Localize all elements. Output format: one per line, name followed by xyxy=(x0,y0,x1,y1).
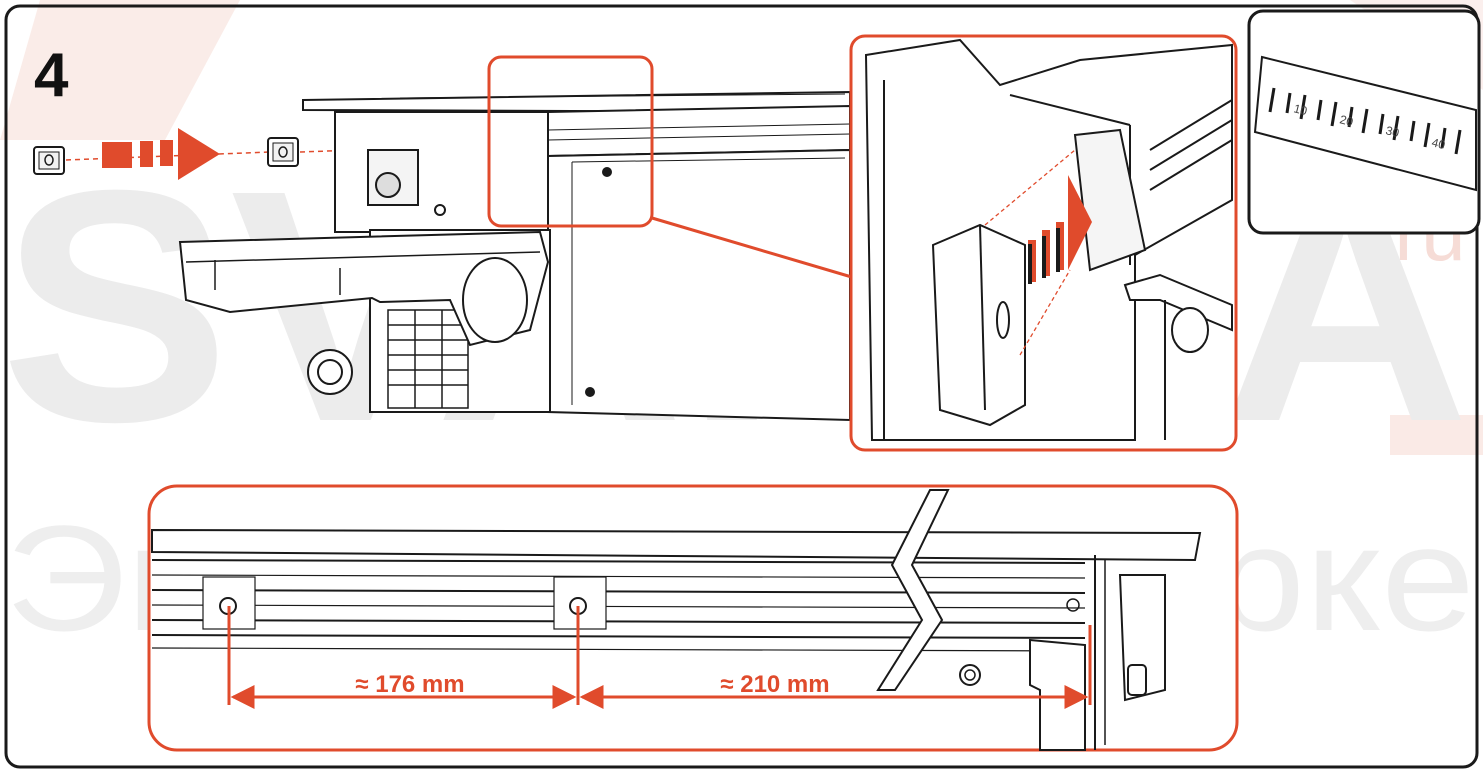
detail-callout-line xyxy=(651,216,856,280)
machine-housing xyxy=(178,90,851,422)
scale-tick-label: 20 xyxy=(1338,112,1355,129)
step-number: 4 xyxy=(34,41,69,110)
dimension-label-1: ≈ 176 mm xyxy=(355,671,464,698)
detail-highlight xyxy=(487,55,654,228)
slot-nut-middle xyxy=(267,137,299,167)
dimension-label-2: ≈ 210 mm xyxy=(720,671,829,698)
scale-inset: 10 20 30 40 xyxy=(1247,9,1481,235)
scale-tick-label: 30 xyxy=(1384,123,1401,140)
insert-arrow-1 xyxy=(102,128,220,180)
detail-inset xyxy=(849,34,1238,452)
slot-nut-left xyxy=(33,146,65,175)
step-frame xyxy=(4,4,1479,769)
scale-tick-label: 10 xyxy=(1292,101,1309,118)
rail-dimension-inset: ≈ 176 mm ≈ 210 mm xyxy=(147,484,1239,752)
scale-tick-label: 40 xyxy=(1430,135,1447,152)
